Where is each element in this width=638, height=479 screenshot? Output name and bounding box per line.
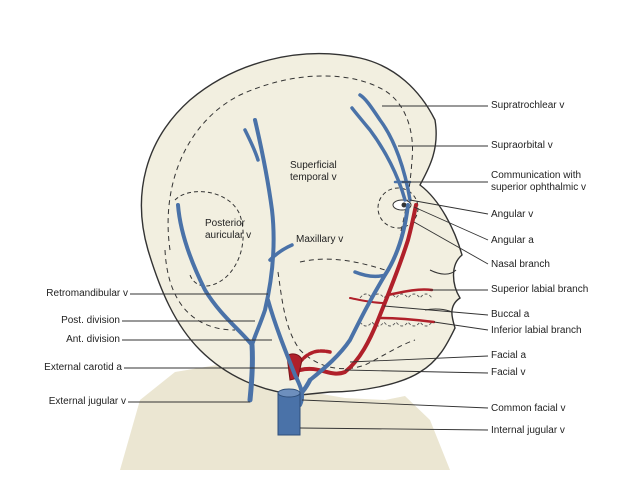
internal-jugular-top [277,388,301,398]
leader-common-facial [301,399,489,409]
supraorbital-vein [350,106,407,202]
deep-facial-vein [353,270,387,279]
supratrochlear-vein [358,93,412,202]
label-communication-2: superior ophthalmic v [491,182,587,193]
label-posterior-auricular-2: auricular v [205,230,252,241]
leader-angular-a [413,206,489,241]
label-external-jugular-v: External jugular v [48,396,126,407]
label-superficial-temporal-2: temporal v [290,172,337,183]
label-posterior-auricular-1: Posterior [205,218,246,229]
label-buccal-a: Buccal a [491,309,530,320]
facial-vein [308,203,410,382]
label-inferior-labial-branch: Inferior labial branch [491,325,582,336]
label-retromandibular-v: Retromandibular v [46,288,128,299]
skull-dashed-contour [164,75,414,331]
label-facial-v: Facial v [491,367,526,378]
leader-inferior-labial [433,321,489,331]
superior-labial-artery [386,288,434,297]
label-angular-v: Angular v [491,209,534,220]
anterior-division-vein [266,298,305,407]
nostril [429,269,457,275]
posterior-auricular-vein [176,203,254,347]
label-facial-a: Facial a [491,350,527,361]
label-nasal-branch: Nasal branch [491,259,550,270]
maxilla-contour [299,258,386,271]
label-common-facial-v: Common facial v [491,403,566,414]
label-superficial-temporal-1: Superficial [290,160,337,171]
maxillary-vein [268,243,294,262]
leader-facial-a [349,355,489,363]
leader-internal-jugular [299,427,489,431]
superficial-temporal-vein [250,118,276,347]
superficial-temporal-branch [243,128,260,162]
label-external-carotid-a: External carotid a [44,362,122,373]
label-ant-division: Ant. division [66,334,120,345]
label-angular-a: Angular a [491,235,534,246]
leader-angular-v [409,199,489,215]
facial-artery [298,203,418,376]
inferior-labial-artery [378,316,436,324]
buccal-artery [349,297,385,304]
label-post-division: Post. division [61,315,120,326]
leader-buccal [383,305,489,316]
external-jugular-vein [247,342,255,403]
ear-outline [174,191,244,287]
leader-nasal-branch [413,221,489,265]
facial-artery-tortuous [298,349,332,364]
label-superior-labial-branch: Superior labial branch [491,284,589,295]
pupil [401,202,407,208]
label-supraorbital-v: Supraorbital v [491,140,553,151]
label-supratrochlear-v: Supratrochlear v [491,100,565,111]
orbit-outline [377,187,419,229]
leader-facial-v [344,369,489,374]
label-maxillary-v: Maxillary v [296,234,344,245]
internal-jugular-vein [277,392,301,436]
label-internal-jugular-v: Internal jugular v [491,425,565,436]
label-communication-1: Communication with [491,170,582,181]
